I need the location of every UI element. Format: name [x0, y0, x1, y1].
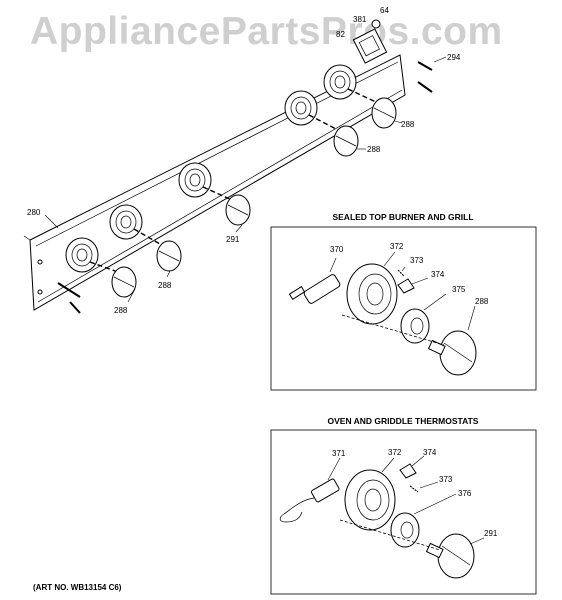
label-291-panel: 291: [226, 235, 240, 244]
sealed-top-burner-inset: SEALED TOP BURNER AND GRILL: [270, 212, 537, 391]
label-371: 371: [332, 449, 346, 458]
label-372-oven: 372: [388, 448, 402, 457]
knob-288-upper-right: [371, 97, 397, 129]
panel-screws: [57, 61, 433, 314]
oven-inset-title: OVEN AND GRIDDLE THERMOSTATS: [328, 416, 479, 426]
label-288-upper-mid: 288: [367, 145, 381, 154]
ring-2: [109, 204, 143, 240]
ring-5: [323, 64, 357, 100]
label-372-sealed: 372: [390, 242, 404, 251]
ring-3: [178, 162, 212, 198]
part-375-plate: [400, 293, 447, 344]
knob-288-upper-mid: [333, 125, 359, 157]
label-294: 294: [447, 53, 461, 62]
label-375: 375: [452, 285, 466, 294]
panel-knobs: [111, 97, 397, 298]
part-373-spring: [397, 266, 406, 277]
panel-light-switch: [352, 19, 388, 64]
part-288-knob: [427, 305, 477, 376]
part-370-switch: [288, 257, 341, 304]
label-280: 280: [27, 208, 41, 217]
art-number: (ART NO. WB13154 C6): [33, 583, 122, 592]
knob-288-lower-mid: [156, 240, 182, 272]
label-373-sealed: 373: [410, 256, 424, 265]
panel-leader-lines: [44, 56, 447, 303]
sealed-inset-title: SEALED TOP BURNER AND GRILL: [332, 212, 473, 222]
ring-1: [65, 237, 99, 273]
label-374-sealed: 374: [431, 270, 445, 279]
label-288-lower-mid: 288: [158, 281, 172, 290]
part-374-oven-clip: [399, 455, 425, 479]
part-372-oven-bezel: [344, 457, 396, 531]
label-288-sealed: 288: [475, 297, 489, 306]
label-82: 82: [336, 30, 345, 39]
knob-291-panel: [225, 194, 251, 226]
part-372-bezel: [346, 251, 398, 325]
knob-288-lower-left: [111, 266, 137, 298]
shaft-lines: [89, 88, 377, 273]
panel-knob-rings: [65, 64, 357, 273]
label-288-lower-left: 288: [114, 306, 128, 315]
part-376-plate: [390, 493, 457, 548]
label-374-oven: 374: [423, 448, 437, 457]
part-291-knob: [425, 533, 485, 579]
label-376: 376: [458, 489, 472, 498]
label-288-upper-right: 288: [401, 120, 415, 129]
part-371-switch: [279, 457, 341, 523]
oven-griddle-inset: OVEN AND GRIDDLE THERMOSTATS: [270, 416, 537, 595]
part-373-oven-spring: [409, 481, 439, 493]
label-381: 381: [353, 15, 367, 24]
part-374-clip: [397, 277, 429, 294]
label-373-oven: 373: [439, 475, 453, 484]
ring-4: [284, 90, 318, 126]
watermark: AppliancePartsPros.com: [30, 10, 503, 53]
label-291-oven: 291: [484, 529, 498, 538]
label-64: 64: [380, 6, 389, 15]
label-370: 370: [330, 245, 344, 254]
